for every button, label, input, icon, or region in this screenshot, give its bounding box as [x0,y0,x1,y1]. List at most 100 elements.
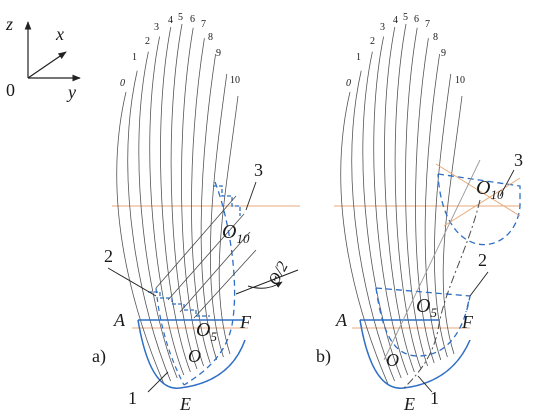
curve-number-6: 6 [414,14,419,25]
curve-number-3: 3 [380,22,385,33]
generatrix-curve-10 [442,95,463,355]
curve-number-0: 0 [120,78,125,89]
curve-number-5: 5 [178,12,183,23]
angle-label: Θ/2 [265,259,291,288]
generatrix-curve-9 [433,73,452,358]
generatrix-curve-6 [405,27,428,367]
point-f: F [461,312,474,332]
oblique-line-4 [193,249,257,319]
generatrix-curve-0 [116,91,165,385]
generatrix-curve-3 [149,36,185,376]
panel-b-caption: b) [316,346,331,367]
generatrix-curve-7 [415,38,435,364]
point-o5: O5 [416,295,437,320]
callout-3: 3 [254,160,263,180]
callout-2: 2 [478,250,487,270]
curve-number-3: 3 [154,22,159,33]
curve-number-4: 4 [393,15,398,26]
point-e: E [179,394,191,411]
chain-line [403,199,481,389]
angle-ray [235,269,299,295]
curve-number-1: 1 [356,52,361,63]
point-o10: O10 [476,177,504,202]
generatrix-curves [116,23,239,385]
inner-dashed [155,287,185,386]
generatrix-curve-9 [209,73,228,358]
generatrix-curves [340,23,463,385]
z-axis-label: z [5,14,13,34]
oblique-line [383,159,481,361]
callout-1: 1 [430,388,439,408]
curve-number-4: 4 [168,15,173,26]
curve-number-5: 5 [403,12,408,23]
generatrix-curve-2 [138,51,178,379]
callout-leader-2 [469,271,489,297]
generatrix-curve-0 [340,91,389,385]
curve-number-6: 6 [190,14,195,25]
curve-number-10: 10 [455,75,465,86]
stepped-hatch-upper [213,185,241,216]
curve-number-7: 7 [425,19,430,30]
curve-numbers: 0 1 2 3 4 5 6 7 8 9 10 [346,12,465,89]
curve-number-0: 0 [346,78,351,89]
radial-line-o10-b [443,177,521,227]
point-e: E [403,394,415,411]
generatrix-curve-7 [191,38,211,364]
point-a: A [113,310,126,330]
point-o: O [188,346,201,366]
curve-number-8: 8 [208,32,213,43]
curve-numbers: 0 1 2 3 4 5 6 7 8 9 10 [120,12,240,89]
boundary-parabola [359,319,471,389]
panel-b: 0 1 2 3 4 5 6 7 8 9 10 A F E O O5 O10 [316,12,523,411]
generatrix-curve-4 [384,26,415,373]
callout-3: 3 [514,150,523,170]
radial-line-o10-a [435,163,521,217]
curve-number-10: 10 [230,75,240,86]
generatrix-curve-3 [373,36,409,376]
boundary-dashed [183,181,236,386]
origin-label: 0 [6,80,15,100]
generatrix-curve-5 [170,23,198,370]
callout-leader-1 [147,371,169,393]
panel-a: 0 1 2 3 4 5 6 7 8 9 10 Θ/2 A F E [92,12,300,411]
point-f: F [239,312,252,332]
x-axis-arrow [27,51,67,79]
callout-1: 1 [128,388,137,408]
x-axis-label: x [55,24,64,44]
generatrix-curve-8 [200,53,218,361]
generatrix-curve-1 [127,70,171,382]
axis-triad: z x 0 y [5,14,81,102]
point-o10: O10 [222,221,250,246]
y-axis-label: y [66,82,76,102]
generatrix-curve-8 [424,53,442,361]
generatrix-curve-6 [181,27,204,367]
curve-number-9: 9 [216,48,221,59]
stepped-hatch-mid [148,291,210,317]
callout-leader-1 [417,375,433,393]
callout-leader-3 [245,181,257,211]
angle-arc [247,281,283,289]
oblique-line-1 [155,195,237,289]
callout-2: 2 [104,246,113,266]
oblique-line-3 [179,231,251,313]
curve-number-1: 1 [132,52,137,63]
sector-o10 [437,173,521,246]
panel-a-caption: a) [92,346,106,367]
curve-number-9: 9 [441,48,446,59]
generatrix-curve-5 [394,23,422,370]
point-a: A [335,310,348,330]
boundary-parabola [137,319,246,389]
curve-number-7: 7 [201,19,206,30]
curve-number-2: 2 [370,36,375,47]
point-o: O [386,350,399,370]
curve-number-2: 2 [145,36,150,47]
generatrix-curve-2 [362,51,402,379]
generatrix-curve-1 [351,70,395,382]
callout-leader-2 [107,267,157,297]
generatrix-curve-4 [160,26,191,373]
point-o5: O5 [196,319,217,344]
curve-number-8: 8 [433,32,438,43]
callout-leader-3 [499,169,515,197]
oblique-line-2 [167,213,245,301]
